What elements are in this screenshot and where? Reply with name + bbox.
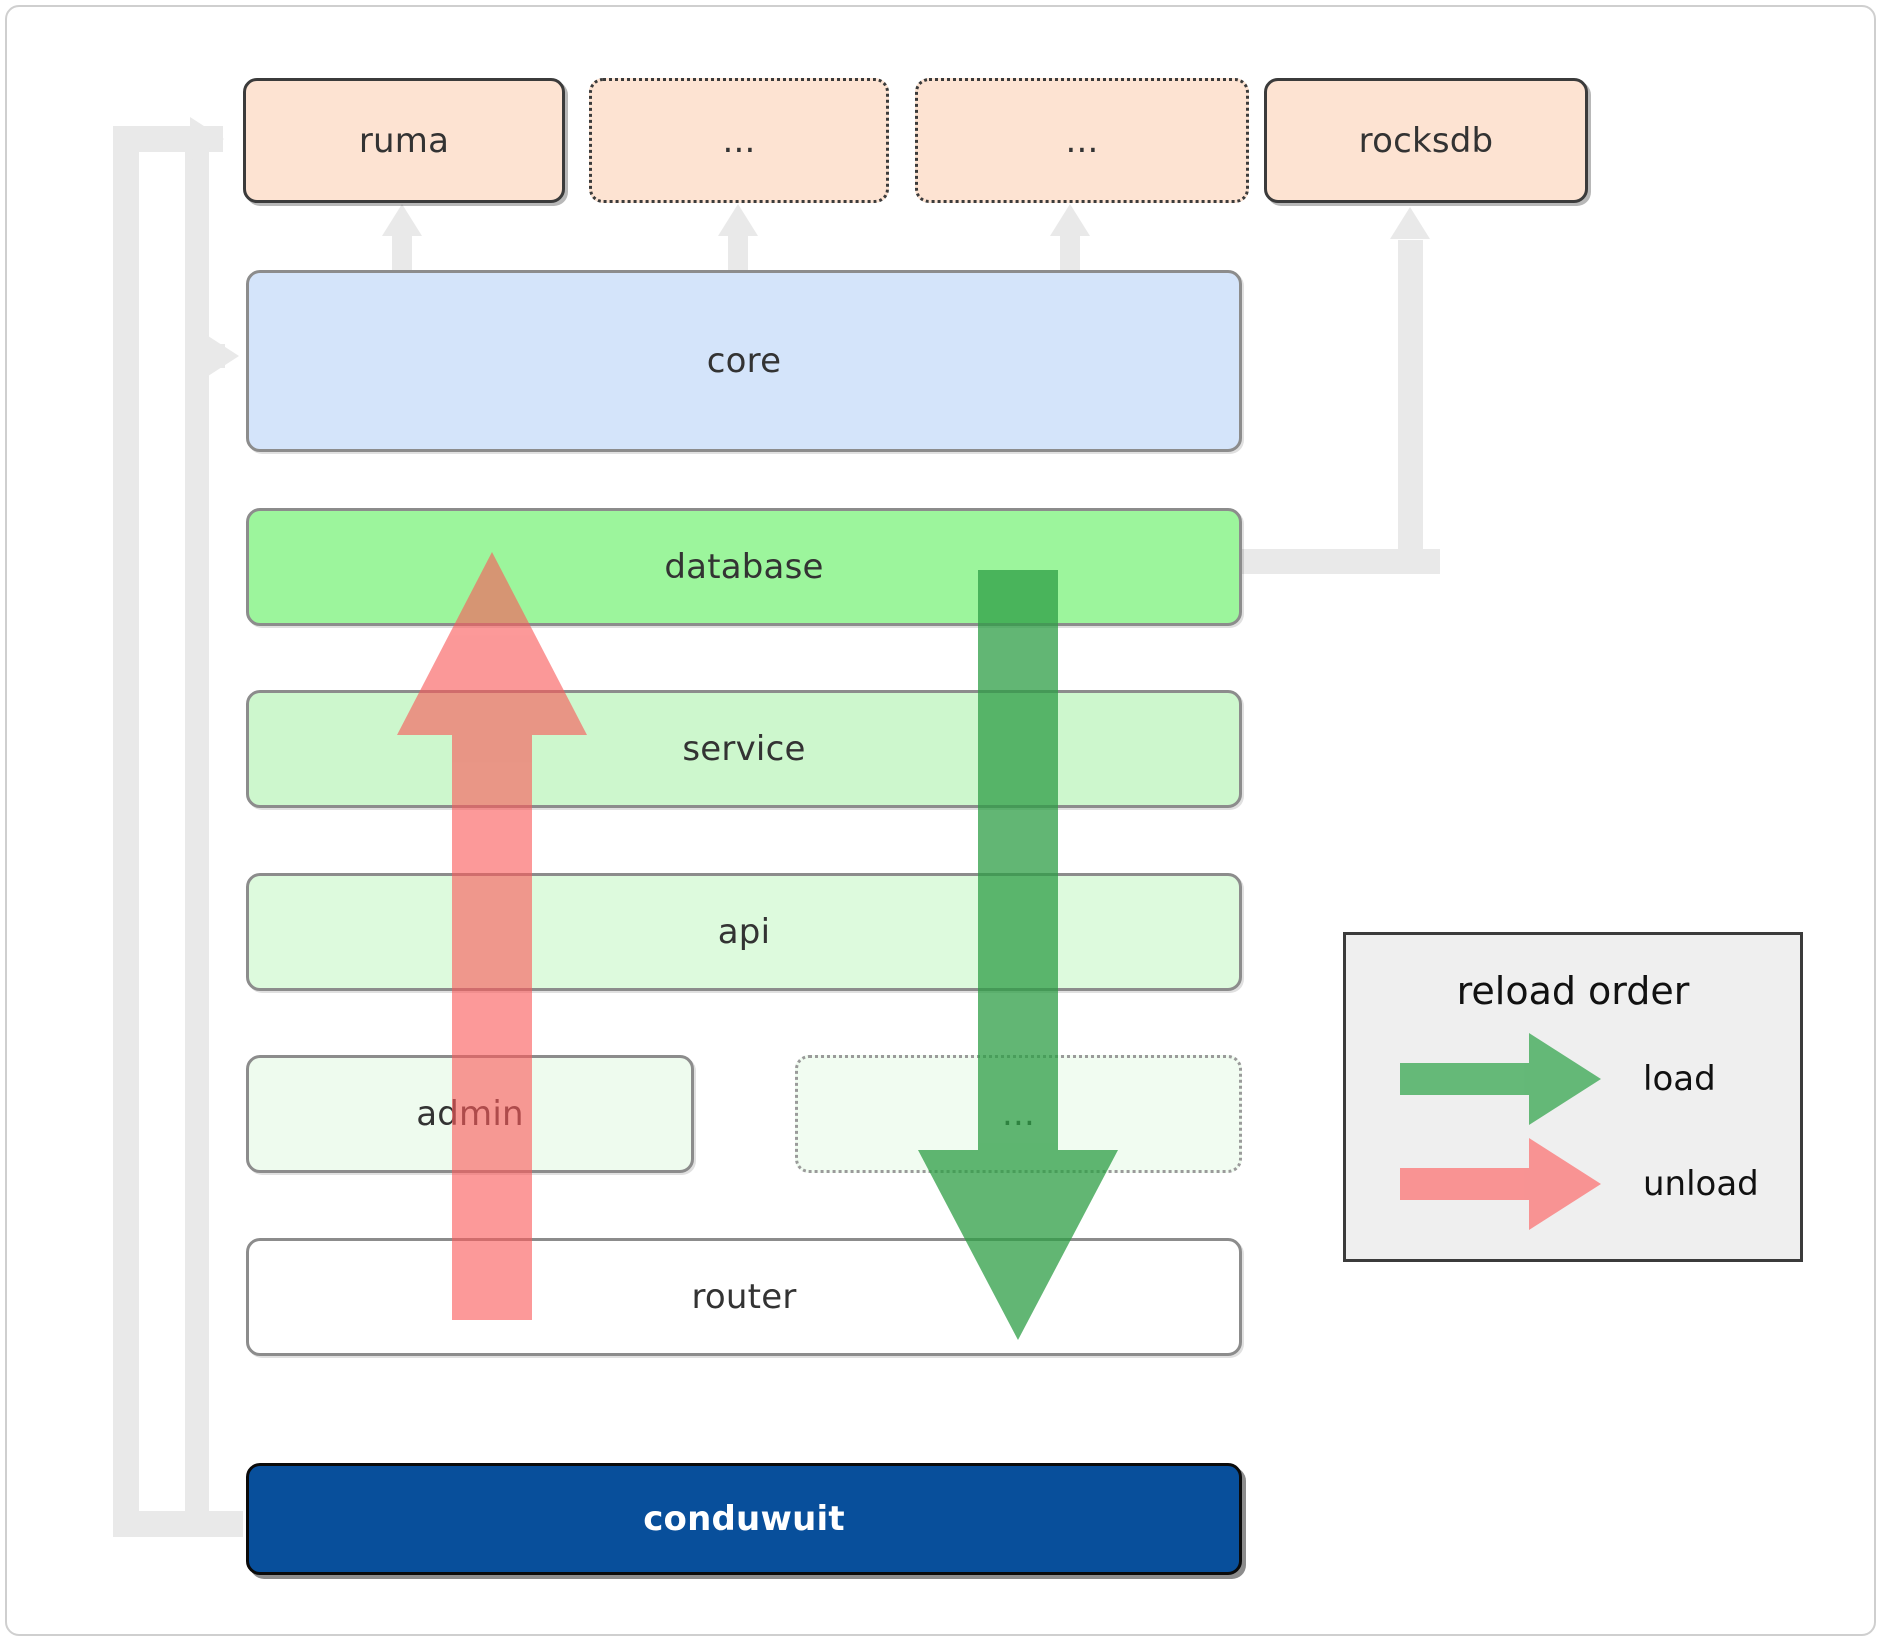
root-label-conduwuit: conduwuit — [643, 1499, 845, 1539]
layer-box-api[interactable]: api — [246, 873, 1242, 991]
layer-label-service: service — [682, 729, 806, 769]
core-to-dep3-arrowhead — [1050, 204, 1090, 236]
layer-box-database[interactable]: database — [246, 508, 1242, 626]
connector-arrow-to-ruma — [190, 117, 224, 161]
dependency-box-3[interactable]: ... — [915, 78, 1249, 203]
layer-box-service[interactable]: service — [246, 690, 1242, 808]
root-box-conduwuit[interactable]: conduwuit — [246, 1463, 1242, 1575]
connector-right-vertical — [1398, 240, 1423, 574]
connector-arrow-to-core — [205, 334, 239, 378]
core-to-dep2-arrowhead — [718, 204, 758, 236]
dependency-label-2: ... — [722, 120, 756, 161]
legend-load-arrow — [1400, 1033, 1601, 1125]
layer-label-admin: admin — [416, 1094, 524, 1134]
dependency-box-2[interactable]: ... — [589, 78, 889, 203]
layer-box-router[interactable]: router — [246, 1238, 1242, 1356]
layer-label-database: database — [664, 547, 824, 587]
diagram-frame — [5, 5, 1876, 1636]
connector-left-outer-vertical — [113, 126, 139, 1537]
legend-arrows — [1400, 1033, 1601, 1230]
layer-box-core[interactable]: core — [246, 270, 1242, 452]
layer-box-admin[interactable]: admin — [246, 1055, 694, 1173]
core-to-dep2-stem — [728, 230, 748, 275]
dependency-box-rocksdb[interactable]: rocksdb — [1264, 78, 1588, 203]
layer-label-api: api — [717, 912, 771, 952]
connector-left-outer-horizontal-bottom — [113, 1511, 243, 1537]
dependency-box-ruma[interactable]: ruma — [243, 78, 565, 203]
dependency-label-ruma: ruma — [358, 120, 450, 161]
dependency-label-rocksdb: rocksdb — [1358, 120, 1494, 161]
layer-box-extra[interactable]: ... — [795, 1055, 1242, 1173]
dependency-label-3: ... — [1065, 120, 1099, 161]
legend-label-unload: unload — [1643, 1164, 1759, 1204]
legend-label-load: load — [1643, 1059, 1716, 1099]
layer-label-extra: ... — [1001, 1094, 1036, 1134]
legend-title: reload order — [1456, 969, 1690, 1013]
core-to-dep3-stem — [1060, 230, 1080, 275]
core-to-ruma-stem — [392, 230, 412, 275]
legend-panel: reload order load unload — [1343, 932, 1803, 1262]
layer-label-core: core — [706, 341, 782, 381]
legend-unload-arrow — [1400, 1138, 1601, 1230]
core-to-ruma-arrowhead — [382, 204, 422, 236]
connector-arrow-to-rocksdb — [1390, 207, 1430, 239]
layer-label-router: router — [691, 1277, 797, 1317]
